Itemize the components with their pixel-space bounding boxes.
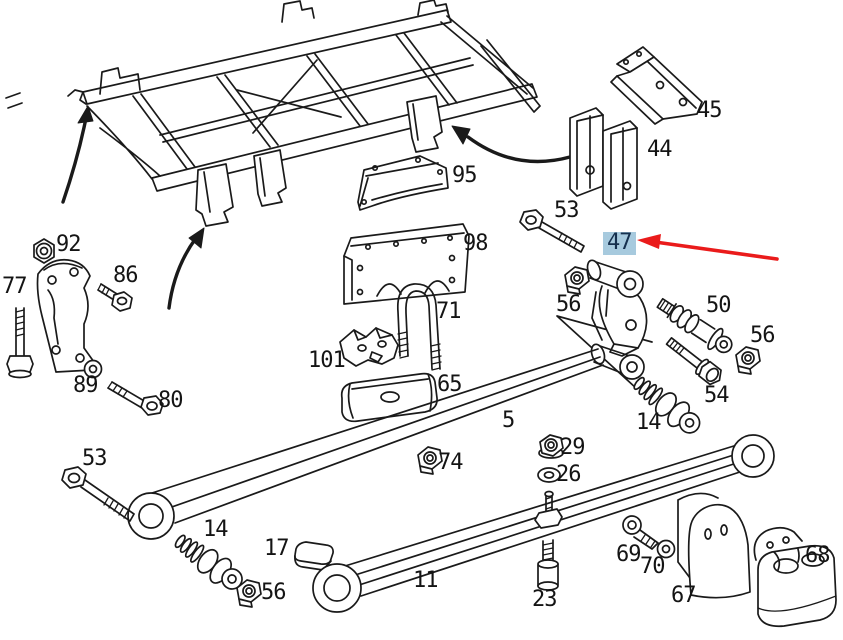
- part-45-bracket-drawing: [610, 46, 703, 125]
- part-label-29[interactable]: 29: [560, 435, 585, 460]
- part-56-nut-middle-drawing: [564, 266, 590, 295]
- part-98-channel-drawing: [343, 223, 470, 305]
- part-label-23[interactable]: 23: [532, 587, 557, 612]
- part-label-14-left[interactable]: 14: [203, 517, 228, 542]
- callout-arrow-middle: [167, 227, 205, 310]
- part-label-56-middle[interactable]: 56: [556, 292, 581, 317]
- part-53-bolt-upper-drawing: [519, 209, 585, 253]
- part-label-54[interactable]: 54: [704, 383, 729, 408]
- callout-arrow-right: [451, 125, 572, 164]
- part-47-shackle-drawing: [556, 259, 653, 389]
- part-53-bolt-lower-drawing: [61, 466, 135, 522]
- part-label-11[interactable]: 11: [413, 568, 438, 593]
- part-label-50[interactable]: 50: [706, 293, 731, 318]
- part-label-53-top[interactable]: 53: [554, 198, 579, 223]
- part-67-cover-drawing: [677, 492, 751, 599]
- part-70-washer-drawing: [656, 539, 676, 559]
- part-65-plate-drawing: [340, 372, 438, 423]
- part-label-86[interactable]: 86: [113, 263, 138, 288]
- part-label-56-right[interactable]: 56: [750, 323, 775, 348]
- part-14-bushing-right-drawing: [633, 376, 701, 434]
- part-label-26[interactable]: 26: [556, 462, 581, 487]
- part-label-77[interactable]: 77: [2, 274, 27, 299]
- part-69-bolt-drawing: [622, 515, 659, 550]
- part-56-nut-right-drawing: [735, 346, 761, 375]
- part-11-leaf-spring-drawing: [312, 434, 775, 613]
- part-71-u-bolt-drawing: [396, 283, 442, 371]
- part-56-nut-bottom-drawing: [236, 579, 262, 608]
- part-14-bushing-left-drawing: [174, 534, 243, 590]
- part-label-74[interactable]: 74: [438, 450, 463, 475]
- part-label-68[interactable]: 68: [805, 543, 830, 568]
- part-5-leaf-spring-drawing: [127, 348, 604, 540]
- part-label-44[interactable]: 44: [647, 137, 672, 162]
- part-17-pad-drawing: [294, 541, 334, 571]
- part-label-47-highlighted[interactable]: 47: [603, 232, 636, 255]
- part-50-spring-pin-drawing: [656, 297, 733, 354]
- part-74-nut-drawing: [417, 446, 443, 475]
- part-label-70[interactable]: 70: [640, 554, 665, 579]
- part-95-bracket-drawing: [357, 155, 449, 211]
- part-54-bolt-drawing: [665, 336, 722, 386]
- part-label-14-right[interactable]: 14: [636, 410, 661, 435]
- part-label-65[interactable]: 65: [437, 372, 462, 397]
- part-label-17[interactable]: 17: [264, 536, 289, 561]
- part-68-buffer-drawing: [753, 526, 837, 628]
- part-label-92[interactable]: 92: [56, 232, 81, 257]
- truck-frame-drawing: [5, 0, 541, 227]
- part-77-bracket-group-drawing: [6, 238, 164, 416]
- part-label-71[interactable]: 71: [436, 299, 461, 324]
- part-label-95[interactable]: 95: [452, 163, 477, 188]
- part-label-5[interactable]: 5: [502, 408, 515, 433]
- part-label-45[interactable]: 45: [697, 98, 722, 123]
- part-label-69[interactable]: 69: [616, 542, 641, 567]
- part-101-bracket-drawing: [339, 327, 399, 367]
- part-label-101[interactable]: 101: [308, 348, 346, 373]
- part-29-nut-drawing: [538, 434, 564, 459]
- part-label-80[interactable]: 80: [158, 388, 183, 413]
- part-44-bracket-drawing: [569, 107, 638, 210]
- part-label-56-bottom[interactable]: 56: [261, 580, 286, 605]
- part-label-98[interactable]: 98: [463, 231, 488, 256]
- callout-arrow-left: [61, 105, 94, 204]
- part-label-67[interactable]: 67: [671, 583, 696, 608]
- part-26-washer-drawing: [537, 467, 561, 483]
- part-label-53-left[interactable]: 53: [82, 446, 107, 471]
- part-label-89[interactable]: 89: [73, 373, 98, 398]
- part-23-bolt-drawing: [537, 539, 559, 591]
